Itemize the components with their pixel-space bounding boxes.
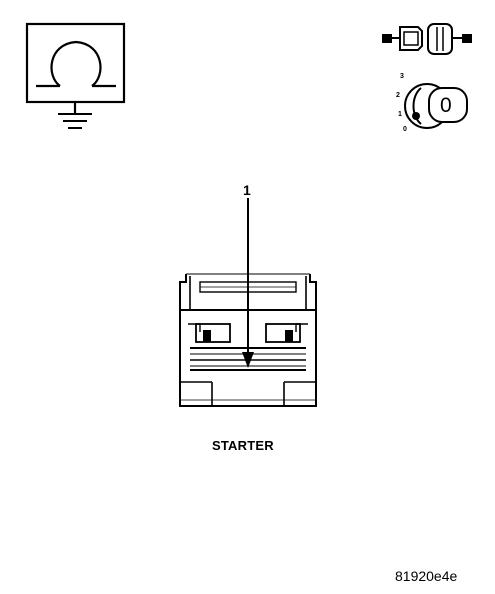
ignition-position-1: 1 (398, 111, 402, 118)
component-caption: STARTER (212, 438, 274, 453)
ignition-position-2: 2 (396, 92, 400, 99)
starter-connector-diagram (176, 270, 320, 414)
figure-code: 81920e4e (395, 568, 458, 584)
callout-number: 1 (243, 182, 251, 198)
ignition-key-position-label: 0 (440, 94, 452, 117)
disconnect-connector-icon (380, 18, 476, 58)
ignition-key-icon (395, 70, 475, 140)
ignition-position-0: 0 (403, 126, 407, 133)
ignition-position-3: 3 (400, 73, 404, 80)
ohmmeter-ground-icon (20, 18, 130, 138)
